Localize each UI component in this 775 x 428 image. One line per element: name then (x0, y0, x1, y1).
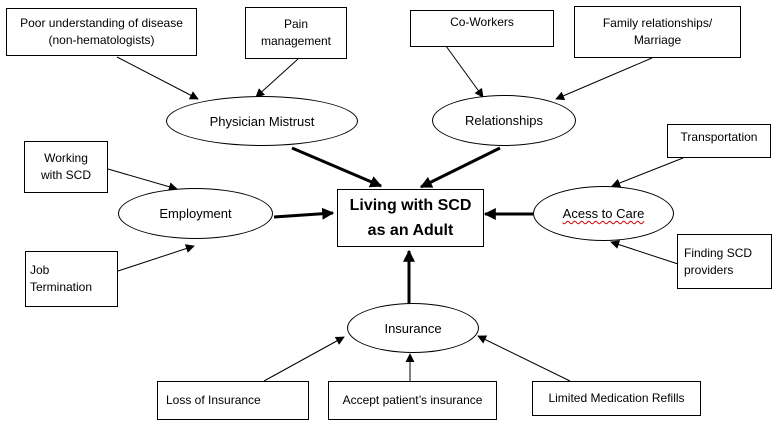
theme-insurance-ellipse: Insurance (347, 303, 479, 353)
theme-access-to-care-ellipse: Acess to Care (533, 186, 674, 241)
factor-job-termination-box: Job Termination (25, 251, 118, 307)
theme-physician-mistrust-label: Physician Mistrust (209, 113, 315, 129)
factor-pain-management-box: Pain management (245, 7, 347, 59)
factor-family-relationships-box: Family relationships/ Marriage (574, 6, 741, 58)
theme-employment-ellipse: Employment (118, 188, 273, 239)
central-concept-line1: Living with SCD (349, 197, 472, 214)
theme-physician-mistrust-ellipse: Physician Mistrust (166, 96, 358, 146)
arrow-working-to-employment (107, 168, 178, 192)
factor-accept-insurance-box: Accept patient’s insurance (328, 381, 497, 420)
factor-limited-refills-box: Limited Medication Refills (532, 381, 701, 416)
arrow-physician-mistrust-to-center (291, 146, 383, 188)
factor-loss-of-insurance-box: Loss of Insurance (157, 381, 309, 420)
central-concept-line2: as an Adult (367, 222, 454, 239)
arrow-limited-refills-to-insurance (477, 335, 571, 382)
arrow-pain-management-to-physician-mistrust (255, 58, 299, 98)
factor-poor-understanding-box: Poor understanding of disease (non-hemat… (6, 8, 197, 56)
arrow-co-workers-to-relationships (445, 45, 484, 98)
theme-employment-label: Employment (159, 206, 232, 221)
theme-access-to-care-label: Acess to Care (562, 206, 645, 221)
factor-transportation-box: Transportation (667, 124, 771, 158)
central-concept-box: Living with SCD as an Adult (337, 189, 484, 247)
arrow-loss-of-insurance-to-insurance (263, 336, 345, 382)
arrow-job-termination-to-employment (117, 244, 195, 272)
factor-working-with-scd-box: Working with SCD (24, 141, 108, 193)
factor-co-workers-box: Co-Workers (410, 10, 554, 47)
arrow-poor-understanding-to-physician-mistrust (116, 56, 199, 100)
theme-insurance-label: Insurance (384, 320, 442, 336)
arrow-relationships-to-center (419, 146, 501, 189)
theme-relationships-ellipse: Relationships (432, 95, 576, 146)
arrow-employment-to-center (273, 207, 335, 220)
theme-relationships-label: Relationships (464, 113, 544, 128)
arrow-finding-providers-to-access (610, 240, 679, 265)
factor-finding-providers-box: Finding SCD providers (677, 234, 772, 289)
arrow-transportation-to-access (611, 157, 684, 188)
arrow-family-to-relationships (555, 57, 653, 100)
